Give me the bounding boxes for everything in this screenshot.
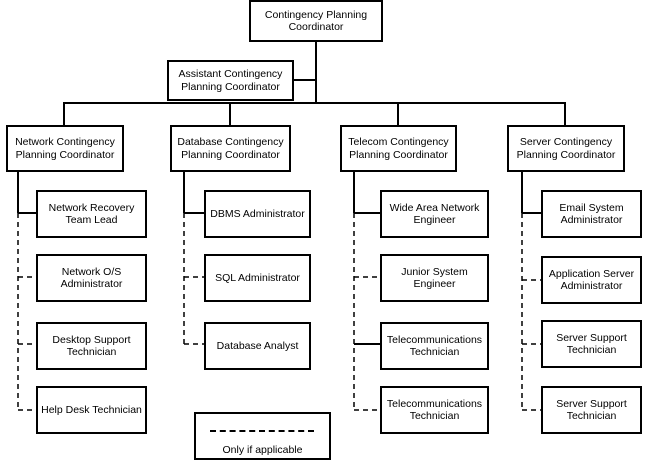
member-label: Wide Area Network Engineer [389, 201, 480, 227]
member-label: Application Server Administrator [548, 267, 635, 293]
member-label: Email System Administrator [559, 201, 624, 227]
database-lead-label: Database Contingency Planning Coordinato… [177, 136, 284, 161]
network-lead-label: Network Contingency Planning Coordinator [15, 136, 115, 161]
desktop-support-technician-box: Desktop Support Technician [36, 322, 147, 370]
telecommunications-technician-box: Telecommunications Technician [380, 386, 489, 434]
member-label: Database Analyst [216, 339, 299, 352]
assistant-coordinator-label: Assistant Contingency Planning Coordinat… [178, 68, 283, 93]
junior-system-engineer-box: Junior System Engineer [380, 254, 489, 302]
server-support-technician-box: Server Support Technician [541, 386, 642, 434]
server-support-technician-box: Server Support Technician [541, 320, 642, 368]
coordinator-label: Contingency Planning Coordinator [264, 8, 368, 34]
member-label: Network O/S Administrator [60, 265, 123, 291]
telecommunications-technician-box: Telecommunications Technician [380, 322, 489, 370]
member-label: Telecommunications Technician [386, 333, 483, 359]
coordinator-box: Contingency Planning Coordinator [249, 0, 383, 42]
database-lead-box: Database Contingency Planning Coordinato… [170, 125, 291, 172]
member-label: Desktop Support Technician [52, 333, 131, 359]
help-desk-technician-box: Help Desk Technician [36, 386, 147, 434]
legend-box [194, 412, 331, 460]
sql-administrator-box: SQL Administrator [204, 254, 311, 302]
server-lead-label: Server Contingency Planning Coordinator [516, 136, 616, 161]
member-label: Server Support Technician [556, 331, 627, 357]
dbms-administrator-box: DBMS Administrator [204, 190, 311, 238]
member-label: DBMS Administrator [210, 207, 305, 220]
assistant-coordinator-box: Assistant Contingency Planning Coordinat… [167, 60, 294, 101]
member-label: Server Support Technician [556, 397, 627, 423]
member-label: SQL Administrator [215, 271, 300, 284]
wide-area-network-engineer-box: Wide Area Network Engineer [380, 190, 489, 238]
database-analyst-box: Database Analyst [204, 322, 311, 370]
network-recovery-team-lead-box: Network Recovery Team Lead [36, 190, 147, 238]
email-system-administrator-box: Email System Administrator [541, 190, 642, 238]
member-label: Network Recovery Team Lead [48, 201, 135, 227]
legend-dashed-line [210, 430, 314, 432]
telecom-lead-box: Telecom Contingency Planning Coordinator [340, 125, 457, 172]
network-lead-box: Network Contingency Planning Coordinator [6, 125, 124, 172]
application-server-administrator-box: Application Server Administrator [541, 256, 642, 304]
member-label: Junior System Engineer [401, 265, 468, 291]
member-label: Help Desk Technician [41, 403, 142, 416]
legend-label: Only if applicable [222, 444, 303, 456]
server-lead-box: Server Contingency Planning Coordinator [507, 125, 625, 172]
telecom-lead-label: Telecom Contingency Planning Coordinator [348, 136, 449, 161]
network-os-administrator-box: Network O/S Administrator [36, 254, 147, 302]
member-label: Telecommunications Technician [386, 397, 483, 423]
